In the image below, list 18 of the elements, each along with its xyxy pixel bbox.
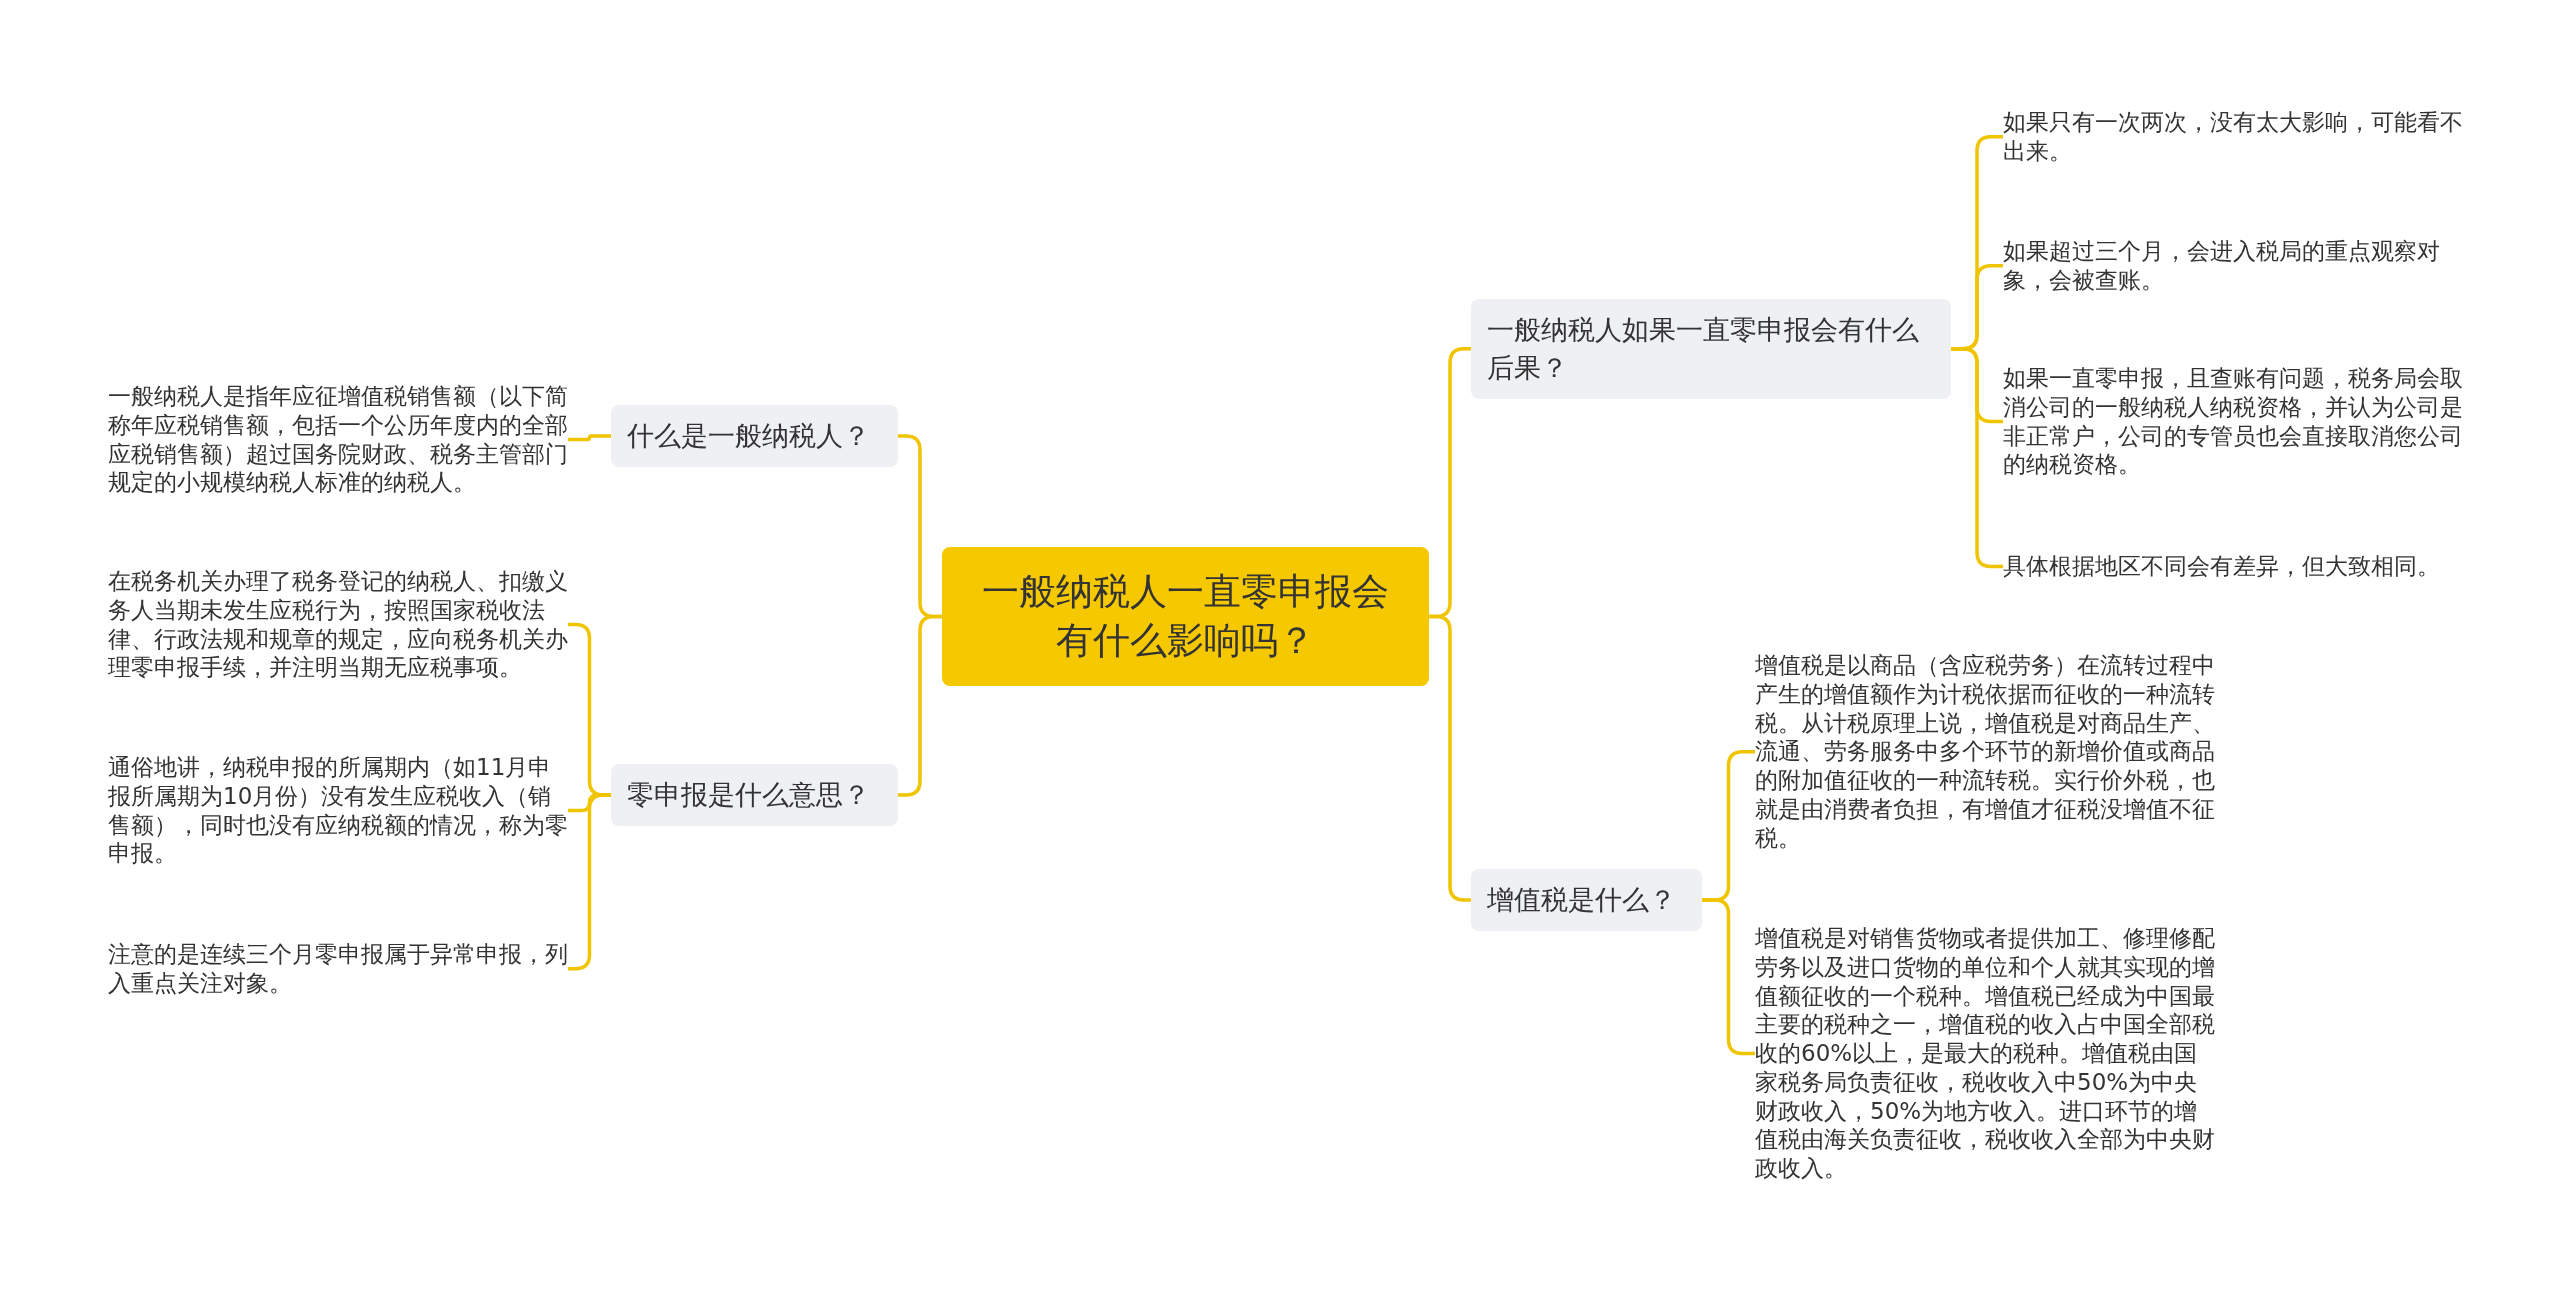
topic-box: 什么是一般纳税人？ <box>611 405 898 467</box>
note-text: 增值税是对销售货物或者提供加工、修理修配劳务以及进口货物的单位和个人就其实现的增值额征收的一个税种。增值税已经成为中国最主要的税种之一，增值税的收入占中国全部税收的60%以上，是最大的税种。增值税由国家税务局负责征收，税收收入中50%为中央财政收入，50%为地方收入。进口环节的增值税由海关负责征收，税收收入全部为中央财政收入。 <box>1755 924 2215 1183</box>
note-text: 通俗地讲，纳税申报的所属期内（如11月申报所属期为10月份）没有发生应税收入（销售额），同时也没有应纳税额的情况，称为零申报。 <box>108 753 568 868</box>
topic-box: 一般纳税人如果一直零申报会有什么后果？ <box>1471 299 1951 399</box>
note-text: 在税务机关办理了税务登记的纳税人、扣缴义务人当期未发生应税行为，按照国家税收法律、行政法规和规章的规定，应向税务机关办理零申报手续，并注明当期无应税事项。 <box>108 567 568 682</box>
topic-box: 零申报是什么意思？ <box>611 764 898 826</box>
note-text: 具体根据地区不同会有差异，但大致相同。 <box>2003 552 2473 581</box>
connector-line <box>1429 614 1471 902</box>
note-text: 一般纳税人是指年应征增值税销售额（以下简称年应税销售额，包括一个公历年度内的全部应税销售额）超过国务院财政、税务主管部门规定的小规模纳税人标准的纳税人。 <box>108 382 568 497</box>
note-text: 如果超过三个月，会进入税局的重点观察对象，会被查账。 <box>2003 237 2473 295</box>
connector-line <box>568 434 611 442</box>
note-text: 增值税是以商品（含应税劳务）在流转过程中产生的增值额作为计税依据而征收的一种流转税。从计税原理上说，增值税是对商品生产、流通、劳务服务中多个环节的新增价值或商品的附加值征收的一种流转税。实行价外税，也就是由消费者负担，有增值才征税没增值不征税。 <box>1755 651 2215 853</box>
connector-line <box>898 614 942 797</box>
note-text: 如果一直零申报，且查账有问题，税务局会取消公司的一般纳税人纳税资格，并认为公司是非正常户，公司的专管员也会直接取消您公司的纳税资格。 <box>2003 364 2473 479</box>
note-text: 注意的是连续三个月零申报属于异常申报，列入重点关注对象。 <box>108 940 568 998</box>
central-topic-box: 一般纳税人一直零申报会有什么影响吗？ <box>942 547 1429 686</box>
note-text: 如果只有一次两次，没有太大影响，可能看不出来。 <box>2003 108 2473 166</box>
topic-box: 增值税是什么？ <box>1471 869 1702 931</box>
